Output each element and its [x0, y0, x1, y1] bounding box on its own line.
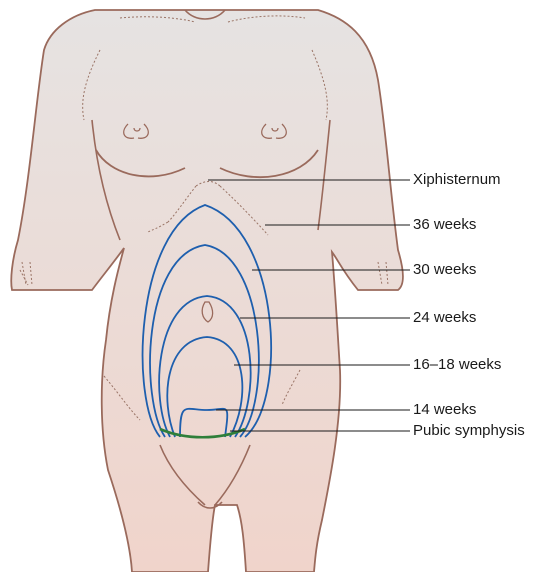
label-36-weeks: 36 weeks [413, 216, 476, 234]
label-14-weeks: 14 weeks [413, 401, 476, 419]
label-xiphisternum: Xiphisternum [413, 171, 501, 189]
label-30-weeks: 30 weeks [413, 261, 476, 279]
label-24-weeks: 24 weeks [413, 309, 476, 327]
label-16-18-weeks: 16–18 weeks [413, 356, 501, 374]
label-pubic-symphysis: Pubic symphysis [413, 422, 525, 440]
torso-outline [11, 10, 403, 572]
